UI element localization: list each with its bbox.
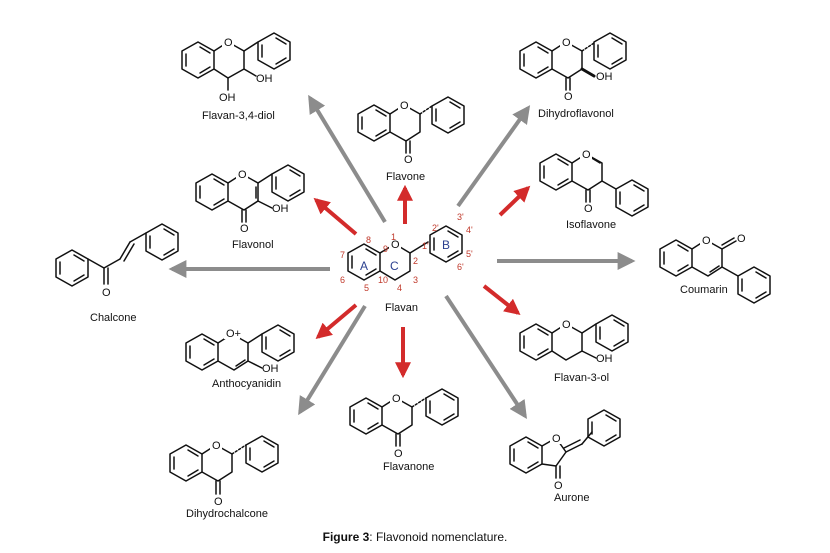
flavanone-structure bbox=[349, 388, 459, 447]
atom-number: 6' bbox=[457, 262, 464, 272]
atom-oh: OH bbox=[256, 73, 273, 85]
dihydroflavonol-structure bbox=[519, 32, 627, 91]
ring-label-b: B bbox=[442, 238, 450, 252]
label-flavonol: Flavonol bbox=[232, 239, 274, 251]
label-dihydrochalcone: Dihydrochalcone bbox=[186, 508, 268, 520]
atom-o: O bbox=[392, 393, 401, 405]
label-anthocyanidin: Anthocyanidin bbox=[212, 378, 282, 390]
atom-number: 2 bbox=[413, 256, 418, 266]
arrow-to-dihydrochalcone bbox=[298, 304, 367, 416]
flavan-structure bbox=[347, 225, 463, 281]
atom-number: 3 bbox=[413, 275, 418, 285]
atom-oh: OH bbox=[219, 92, 236, 104]
atom-o: O bbox=[238, 169, 247, 181]
atom-o: O bbox=[564, 91, 573, 103]
atom-number: 1 bbox=[391, 232, 396, 242]
label-dihydroflavonol: Dihydroflavonol bbox=[538, 108, 614, 120]
arrow-to-flavan-3-ol bbox=[482, 284, 521, 315]
atom-o: O bbox=[212, 440, 221, 452]
atom-o: O bbox=[554, 480, 563, 492]
atom-number: 1' bbox=[422, 241, 429, 251]
ring-label-c: C bbox=[390, 259, 399, 273]
flavonol-structure bbox=[195, 164, 305, 223]
label-flavanone: Flavanone bbox=[383, 461, 435, 473]
atom-o-plus: O+ bbox=[226, 328, 241, 340]
arrow-to-flavonol bbox=[313, 197, 358, 236]
arrow-to-anthocyanidin bbox=[315, 303, 358, 340]
atom-oh: OH bbox=[262, 363, 279, 375]
atom-number: 4' bbox=[466, 225, 473, 235]
figure-caption-prefix: Figure 3 bbox=[322, 530, 370, 544]
arrow-to-isoflavone bbox=[498, 185, 531, 217]
atom-oh: OH bbox=[596, 353, 613, 365]
aurone-structure bbox=[509, 409, 621, 479]
atom-number: 5' bbox=[466, 249, 473, 259]
atom-o: O bbox=[562, 319, 571, 331]
atom-o: O bbox=[702, 235, 711, 247]
flavan-numbering: A C B 1 2 3 4 5 6 7 8 9 10 1' 2' 3' 4' 5… bbox=[340, 212, 473, 293]
arrow-to-aurone bbox=[444, 294, 527, 420]
atom-oh: OH bbox=[272, 203, 289, 215]
atom-number: 6 bbox=[340, 275, 345, 285]
atom-number: 4 bbox=[397, 283, 402, 293]
atom-o: O bbox=[737, 233, 746, 245]
arrow-to-dihydroflavonol bbox=[456, 105, 531, 208]
atom-number: 10 bbox=[378, 275, 388, 285]
label-aurone: Aurone bbox=[554, 492, 590, 504]
dihydrochalcone-structure bbox=[169, 435, 279, 495]
atom-o: O bbox=[582, 149, 591, 161]
figure-caption: Figure 3: Flavonoid nomenclature. bbox=[0, 530, 830, 544]
atom-oh: OH bbox=[596, 71, 613, 83]
label-flavan: Flavan bbox=[385, 302, 419, 314]
atom-o: O bbox=[394, 448, 403, 460]
atom-o: O bbox=[400, 100, 409, 112]
atom-o: O bbox=[391, 239, 400, 251]
atom-labels: O OH OH O O O OH O O OH O O O O O O O O+… bbox=[102, 35, 746, 508]
label-chalcone: Chalcone bbox=[90, 312, 137, 324]
flavone-structure bbox=[357, 96, 465, 154]
atom-number: 5 bbox=[364, 283, 369, 293]
label-flavan-3-ol: Flavan-3-ol bbox=[554, 372, 610, 384]
label-flavone: Flavone bbox=[386, 171, 426, 183]
arrow-to-flavan-3-4-diol bbox=[308, 94, 387, 224]
atom-o: O bbox=[552, 433, 561, 445]
label-flavan-3-4-diol: Flavan-3,4-diol bbox=[202, 110, 275, 122]
atom-o: O bbox=[562, 37, 571, 49]
atom-number: 8 bbox=[366, 235, 371, 245]
atom-o: O bbox=[102, 287, 111, 299]
arrows bbox=[168, 94, 636, 420]
flavan-3-4-diol-structure bbox=[181, 32, 291, 91]
atom-o: O bbox=[224, 37, 233, 49]
atom-o: O bbox=[404, 154, 413, 166]
isoflavone-structure bbox=[539, 153, 649, 217]
atom-o: O bbox=[240, 223, 249, 235]
atom-o: O bbox=[214, 496, 223, 508]
atom-number: 7 bbox=[340, 250, 345, 260]
atom-number: 9 bbox=[383, 244, 388, 254]
molecules bbox=[55, 32, 771, 495]
atom-o: O bbox=[584, 203, 593, 215]
figure-caption-text: : Flavonoid nomenclature. bbox=[369, 530, 508, 544]
ring-label-a: A bbox=[360, 259, 368, 273]
atom-number: 3' bbox=[457, 212, 464, 222]
label-isoflavone: Isoflavone bbox=[566, 219, 617, 231]
chalcone-structure bbox=[55, 223, 179, 287]
atom-number: 2' bbox=[432, 223, 439, 233]
label-coumarin: Coumarin bbox=[680, 284, 728, 296]
